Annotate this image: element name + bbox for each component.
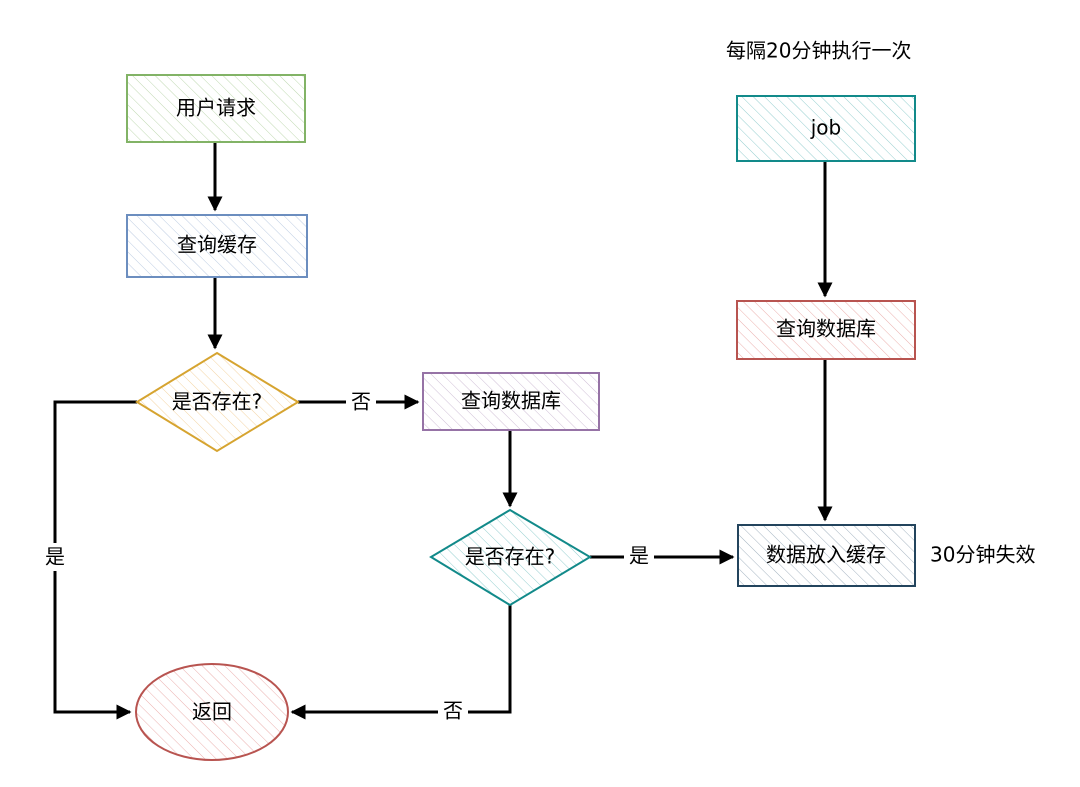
node-query-db-2: 查询数据库: [736, 300, 916, 360]
node-user-request: 用户请求: [126, 74, 306, 143]
node-return: 返回: [135, 663, 289, 761]
edge-labels: 否 是 是 否: [40, 388, 654, 725]
node-exists-2: 是否存在?: [429, 508, 592, 607]
node-job: job: [736, 95, 916, 162]
edge-label-yes-2: 是: [629, 544, 649, 568]
node-put-cache-box: [737, 524, 916, 587]
edge-label-yes-1: 是: [45, 545, 65, 569]
node-exists-2-diamond: [429, 508, 592, 607]
node-job-label: job: [810, 116, 842, 140]
node-query-cache-box: [126, 214, 308, 278]
node-query-cache-label: 查询缓存: [177, 233, 257, 257]
node-query-cache: 查询缓存: [126, 214, 308, 278]
edge-label-no-1-bg: [346, 388, 376, 416]
edge-label-yes-2-bg: [624, 542, 654, 570]
edge-label-yes-1-bg: [40, 543, 70, 571]
node-exists-2-label: 是否存在?: [465, 545, 556, 569]
node-put-cache: 数据放入缓存: [737, 524, 916, 587]
node-user-request-box: [126, 74, 306, 143]
node-query-db-1: 查询数据库: [422, 372, 600, 431]
node-user-request-label: 用户请求: [176, 96, 256, 120]
node-exists-1-label: 是否存在?: [172, 390, 263, 414]
node-query-db-1-box: [422, 372, 600, 431]
annotation-expire: 30分钟失效: [930, 543, 1035, 567]
node-query-db-2-box: [736, 300, 916, 360]
edge-label-no-2-bg: [438, 697, 468, 725]
edge-label-no-1: 否: [351, 390, 371, 414]
node-query-db-2-label: 查询数据库: [776, 317, 876, 341]
edge-label-no-2: 否: [443, 699, 463, 723]
node-put-cache-label: 数据放入缓存: [766, 543, 886, 567]
edge-exists2-no-to-return: [290, 605, 512, 720]
node-query-db-1-label: 查询数据库: [461, 389, 561, 413]
edges: [53, 143, 833, 720]
node-exists-1: 是否存在?: [135, 351, 300, 453]
annotation-schedule: 每隔20分钟执行一次: [726, 39, 911, 63]
node-return-label: 返回: [192, 700, 232, 724]
node-exists-1-diamond: [135, 351, 300, 453]
node-return-ellipse: [135, 663, 289, 761]
node-job-box: [736, 95, 916, 162]
